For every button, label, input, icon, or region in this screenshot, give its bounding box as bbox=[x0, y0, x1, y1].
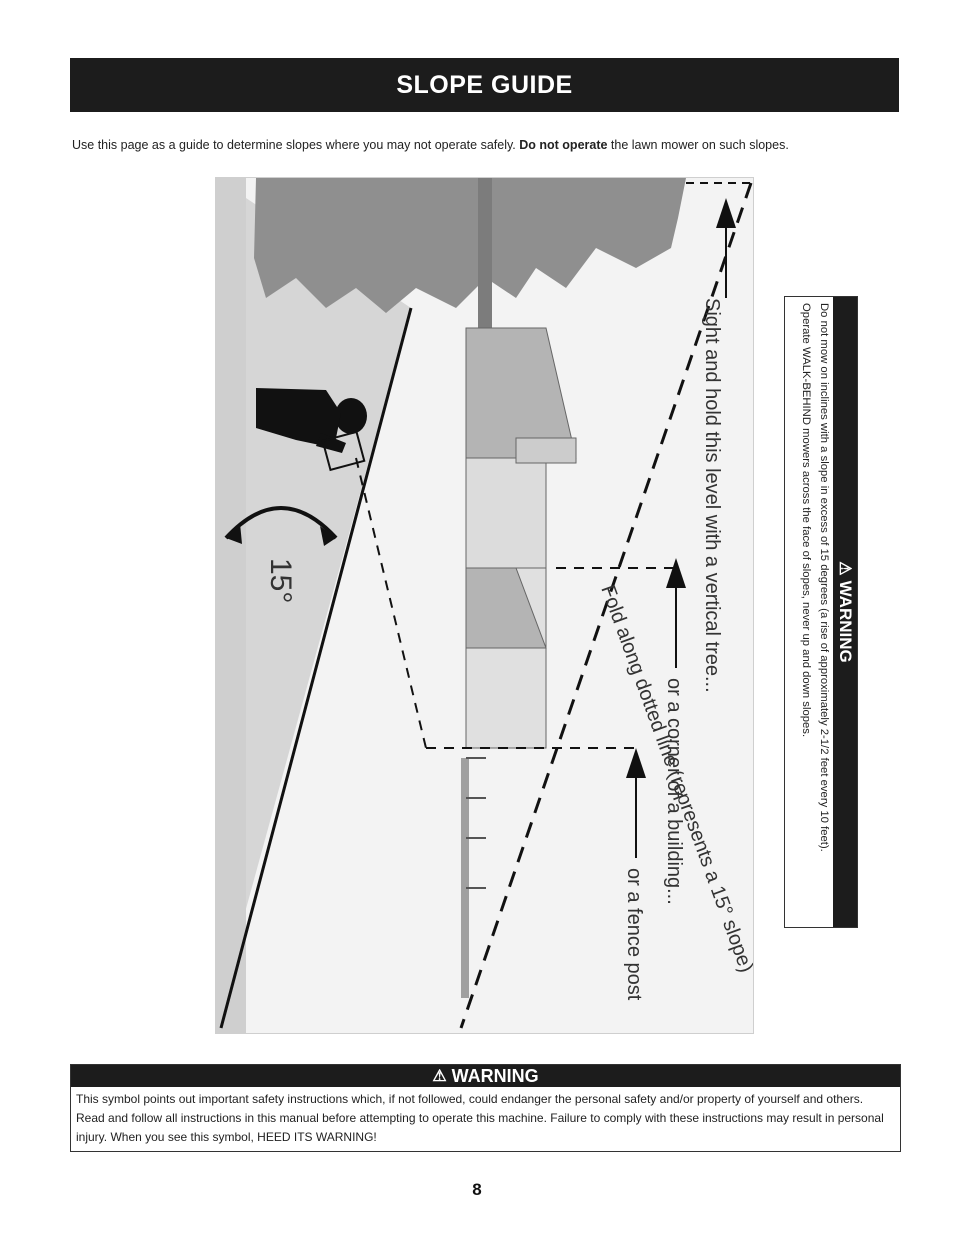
tree-canopy bbox=[254, 178, 686, 313]
side-warning-line-2: Operate WALK-BEHIND mowers across the fa… bbox=[800, 303, 812, 738]
arrow-fence bbox=[626, 748, 646, 858]
building-illustration bbox=[465, 327, 577, 749]
warning-box: ⚠ WARNING This symbol points out importa… bbox=[70, 1064, 901, 1152]
warning-text: This symbol points out important safety … bbox=[76, 1092, 884, 1144]
grass-strip bbox=[216, 178, 246, 1033]
tree-instruction: Sight and hold this level with a vertica… bbox=[701, 298, 723, 693]
fold-dotted-line bbox=[459, 182, 753, 1029]
slope-line bbox=[219, 307, 413, 1029]
alert-triangle-icon: ⚠ bbox=[836, 561, 853, 576]
slope-illustration: 15° bbox=[216, 178, 753, 1033]
tree-trunk bbox=[478, 178, 492, 328]
person-figure bbox=[256, 388, 367, 472]
sight-line-person bbox=[355, 457, 427, 749]
side-warning-box: ⚠ WARNING Do not mow on inclines with a … bbox=[784, 296, 858, 928]
warning-header: ⚠ WARNING bbox=[71, 1065, 900, 1087]
intro-text-end: the lawn mower on such slopes. bbox=[607, 138, 789, 152]
intro-text-bold: Do not operate bbox=[519, 138, 608, 152]
fold-instruction: Fold along dotted line (represents a 15°… bbox=[596, 582, 753, 975]
side-warning-line-1: Do not mow on inclines with a slope in e… bbox=[818, 303, 830, 852]
arrow-building bbox=[666, 558, 686, 668]
page-number: 8 bbox=[472, 1180, 482, 1199]
page-title: SLOPE GUIDE bbox=[70, 58, 899, 112]
side-warning-header: ⚠ WARNING bbox=[833, 297, 857, 927]
slope-figure: 15° bbox=[215, 177, 754, 1034]
alert-triangle-icon: ⚠ bbox=[432, 1068, 447, 1085]
angle-label: 15° bbox=[264, 558, 297, 603]
arrow-tree bbox=[716, 198, 736, 298]
fence-instruction: or a fence post bbox=[623, 868, 645, 1001]
side-warning-title: WARNING bbox=[836, 580, 855, 663]
building-instruction: or a corner of a building... bbox=[663, 678, 685, 905]
slope-ground bbox=[216, 178, 411, 1018]
fence-illustration bbox=[461, 757, 486, 998]
warning-title: WARNING bbox=[451, 1065, 539, 1086]
intro-text-start: Use this page as a guide to determine sl… bbox=[72, 138, 520, 152]
intro-text: Use this page as a guide to determine sl… bbox=[72, 138, 892, 152]
